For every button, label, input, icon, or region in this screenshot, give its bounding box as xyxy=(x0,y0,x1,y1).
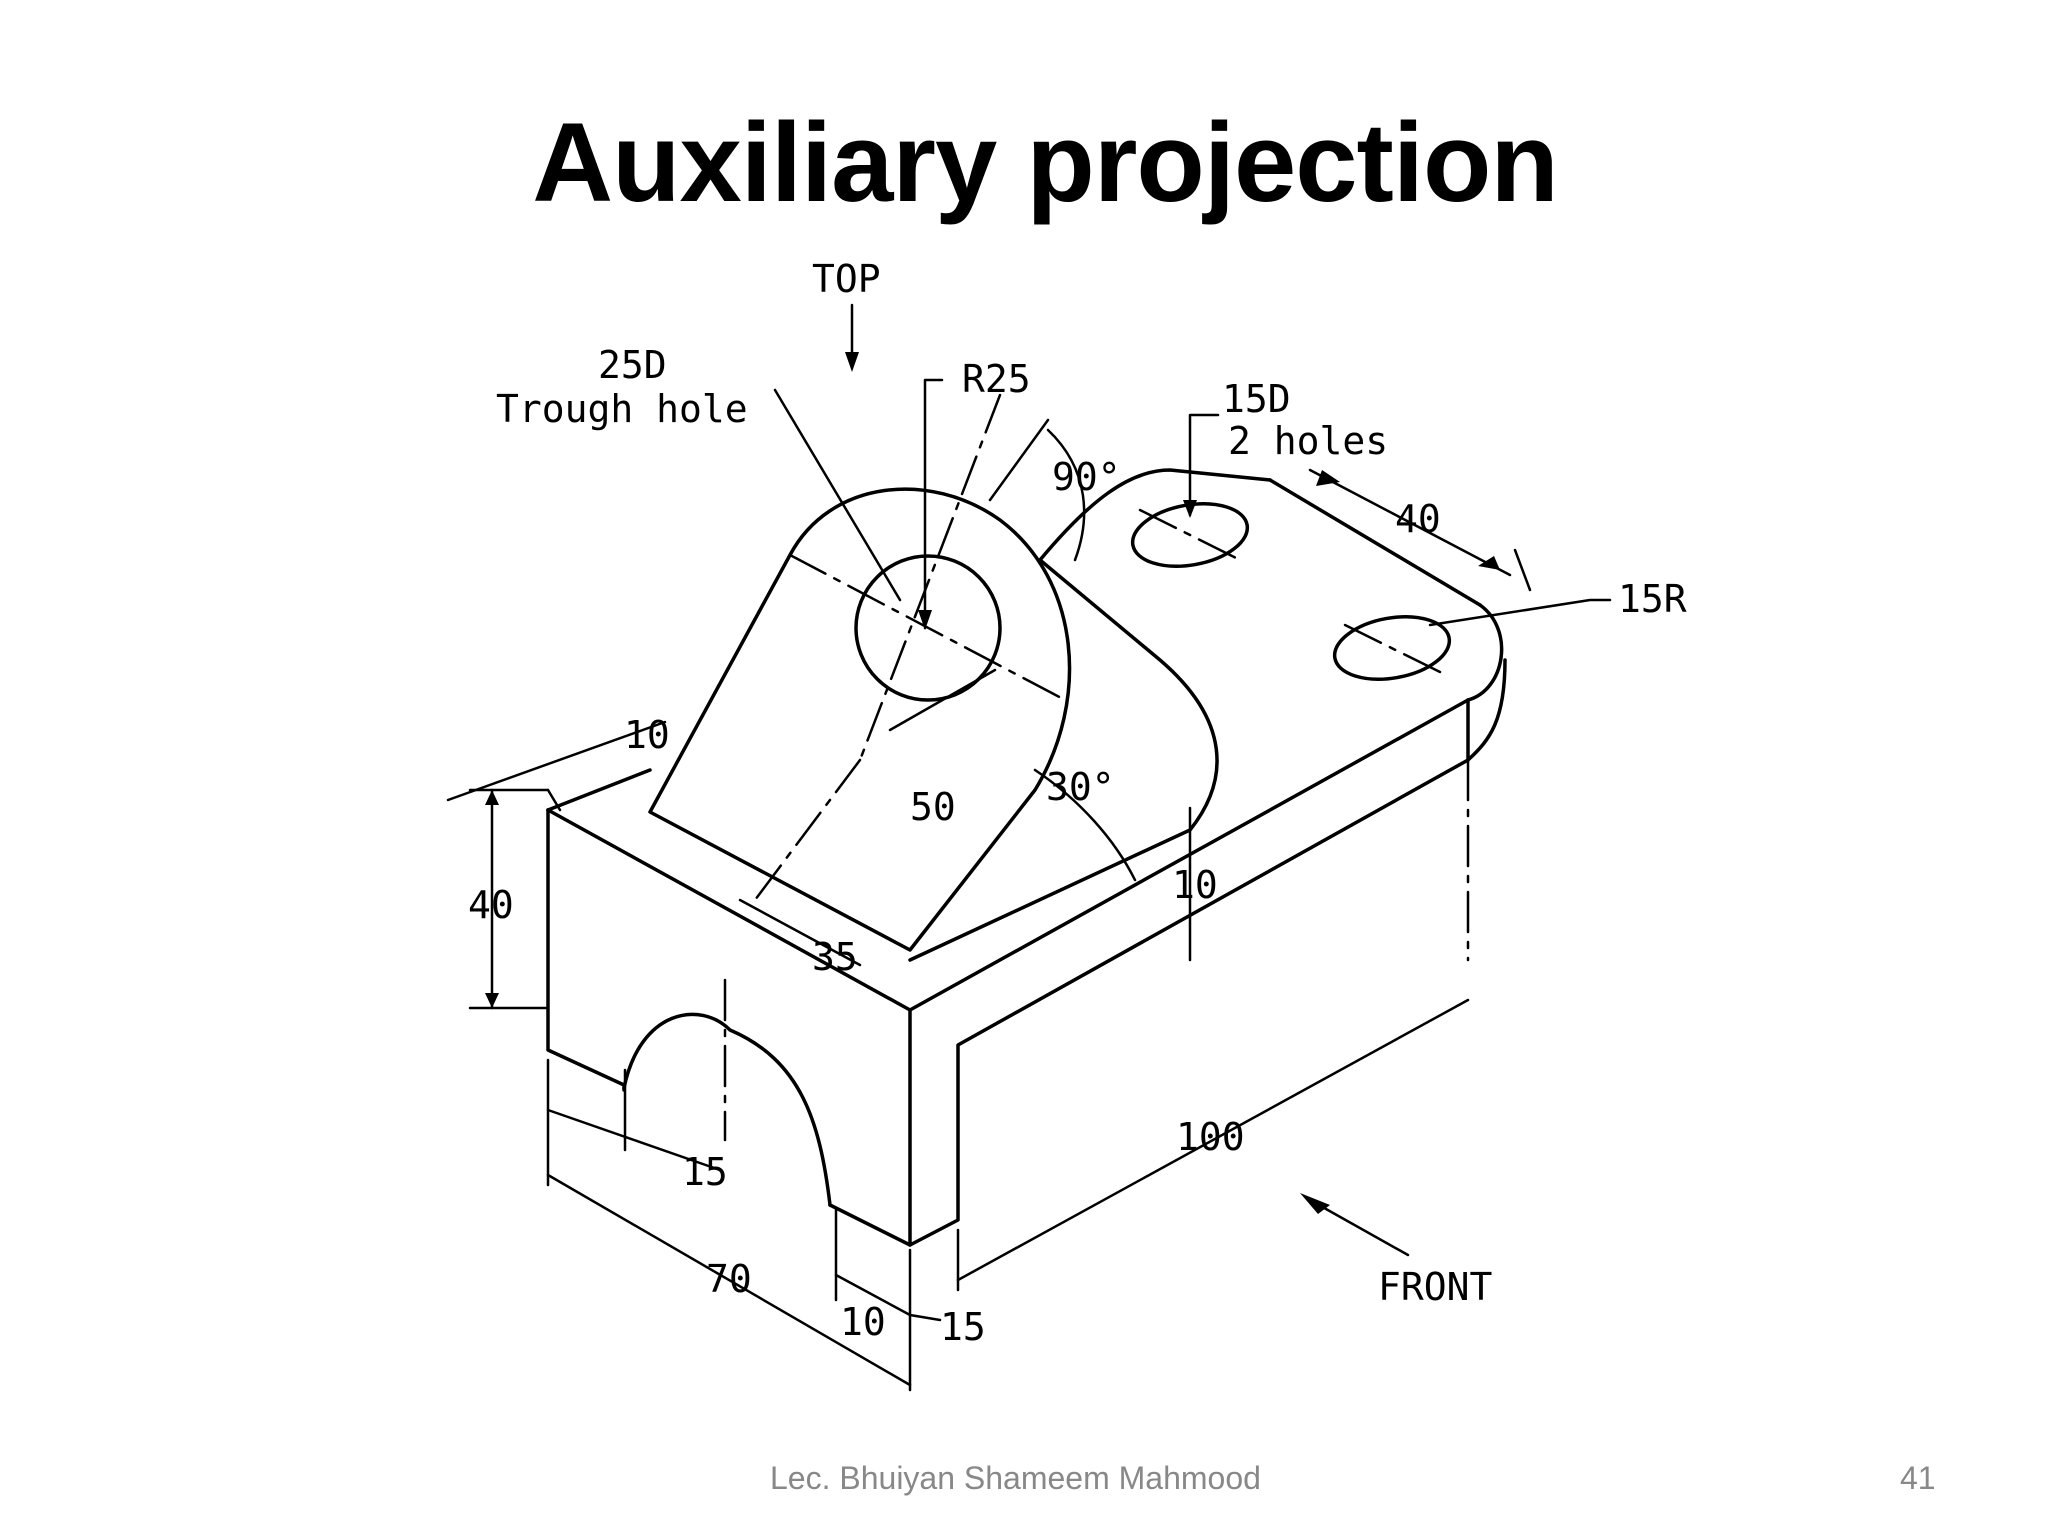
label-front: FRONT xyxy=(1378,1265,1492,1309)
base-left-face xyxy=(546,808,626,1092)
plate-back-edge xyxy=(1268,478,1482,607)
small-hole-2 xyxy=(1332,615,1452,681)
slot-top-edge xyxy=(546,768,652,812)
plate-holes xyxy=(1130,502,1452,681)
base-front-edge xyxy=(828,1008,912,1247)
label-angle-30: 30° xyxy=(1046,765,1115,809)
label-radius-corner: 15R xyxy=(1618,577,1687,621)
base-right-inner xyxy=(908,758,1470,1247)
base-block xyxy=(546,478,1507,1247)
label-dim-50: 50 xyxy=(910,785,956,829)
label-hole-note: Trough hole xyxy=(496,387,748,431)
label-dim-100: 100 xyxy=(1176,1115,1245,1159)
small-hole-1 xyxy=(1130,502,1250,568)
drawing-labels: TOP FRONT 25D Trough hole R25 15D 2 hole… xyxy=(468,257,1687,1349)
label-hole-dia: 25D xyxy=(598,343,667,387)
footer-author: Lec. Bhuiyan Shameem Mahmood xyxy=(770,1460,1261,1496)
inclined-boss xyxy=(648,468,1272,962)
label-dim-15-slot: 15 xyxy=(682,1150,728,1194)
label-small-holes-count: 2 holes xyxy=(1228,419,1388,463)
label-dim-15-bottom: 15 xyxy=(940,1305,986,1349)
label-dim-40-top: 40 xyxy=(1395,497,1441,541)
slide-title: Auxiliary projection xyxy=(532,100,1559,225)
label-radius-boss: R25 xyxy=(962,357,1031,401)
label-dim-10-base: 10 xyxy=(1172,863,1218,907)
label-dim-35: 35 xyxy=(812,935,858,979)
arrowheads xyxy=(485,352,1500,1214)
boss-top-curve xyxy=(1038,468,1272,562)
boss-rear-profile xyxy=(908,558,1219,962)
boss-outline xyxy=(648,487,1072,952)
base-left-top-edge xyxy=(546,808,912,1012)
semicircle-cutout xyxy=(622,1012,832,1207)
through-hole xyxy=(854,554,1002,702)
plate-right-corner-lower xyxy=(1466,658,1507,762)
label-small-holes-dia: 15D xyxy=(1222,377,1291,421)
label-dim-10-bottom: 10 xyxy=(840,1300,886,1344)
label-angle-90: 90° xyxy=(1052,455,1121,499)
label-dim-10-left: 10 xyxy=(624,713,670,757)
dimension-lines xyxy=(446,303,1612,1392)
slide-number: 41 xyxy=(1900,1460,1936,1496)
label-dim-40-height: 40 xyxy=(468,883,514,927)
label-dim-70: 70 xyxy=(706,1257,752,1301)
center-lines xyxy=(723,393,1470,1142)
label-top: TOP xyxy=(812,257,881,301)
